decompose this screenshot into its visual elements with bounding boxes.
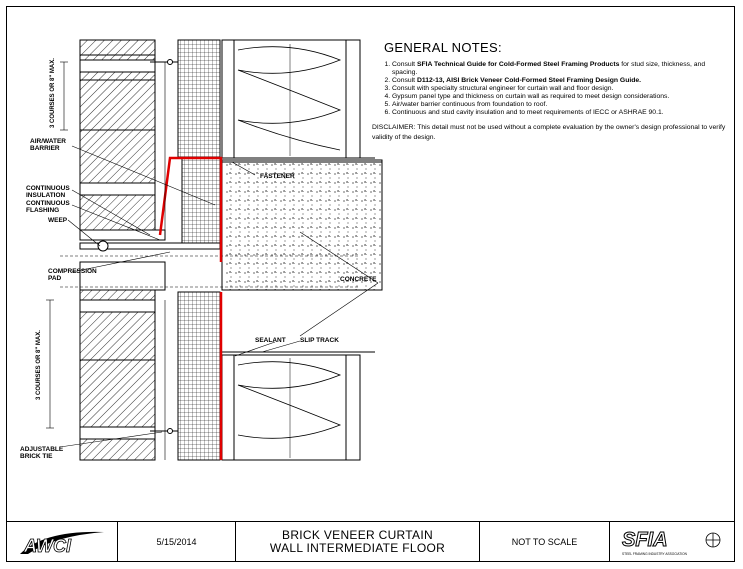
sfia-logo: SFIA STEEL FRAMING INDUSTRY ASSOCIATION: [610, 522, 735, 562]
title-cell: BRICK VENEER CURTAIN WALL INTERMEDIATE F…: [236, 522, 480, 562]
drawing-scale: NOT TO SCALE: [511, 537, 578, 547]
awci-logo: AWCI: [6, 522, 118, 562]
wall-section-drawing: [46, 39, 383, 461]
courses-lower-label: 3 COURSES OR 8" MAX.: [36, 330, 42, 400]
stud-cavity-upper: [221, 39, 375, 159]
compression-pad-label: COMPRESSION PAD: [48, 268, 97, 282]
notes-title: GENERAL NOTES:: [384, 40, 502, 55]
slip-track-label: SLIP TRACK: [300, 337, 339, 344]
note-item: Gypsum panel type and thickness on curta…: [392, 93, 728, 101]
note-item: Consult with specialty structural engine…: [392, 85, 728, 93]
notes-list: Consult SFIA Technical Guide for Cold-Fo…: [372, 61, 728, 117]
courses-upper-label: 3 COURSES OR 8" MAX.: [50, 58, 56, 128]
awci-logo-text: AWCI: [23, 536, 72, 556]
break-lines: [60, 255, 360, 288]
note-item: Continuous and stud cavity insulation an…: [392, 109, 728, 117]
brick-ties: [150, 59, 178, 460]
note-item: Consult D112-13, AISI Brick Veneer Cold-…: [392, 77, 728, 85]
continuous-insulation-label: CONTINUOUS INSULATION: [26, 185, 70, 199]
continuous-insulation-upper: [177, 39, 221, 244]
continuous-insulation-lower: [177, 291, 221, 461]
weep-label: WEEP: [48, 217, 68, 224]
scale-cell: NOT TO SCALE: [480, 522, 610, 562]
concrete-slab: [221, 159, 383, 291]
sfia-logo-mark: SFIA STEEL FRAMING INDUSTRY ASSOCIATION: [621, 529, 720, 556]
concrete-label: CONCRETE: [340, 276, 377, 283]
sfia-logo-text: SFIA: [622, 529, 668, 551]
drawing-date: 5/15/2014: [156, 537, 197, 547]
date-cell: 5/15/2014: [118, 522, 236, 562]
dimension-upper: [60, 61, 68, 131]
drawing-frame: [6, 6, 735, 562]
title-block: AWCI 5/15/2014 BRICK VENEER CURTAIN WALL…: [6, 521, 735, 562]
disclaimer: DISCLAIMER: This detail must not be used…: [372, 124, 726, 141]
leader-lines: [59, 145, 379, 448]
fastener-label: FASTENER: [260, 173, 295, 180]
general-notes: GENERAL NOTES: Consult SFIA Technical Gu…: [372, 40, 728, 142]
stud-cavity-lower: [221, 351, 375, 461]
drawing-title: BRICK VENEER CURTAIN WALL INTERMEDIATE F…: [270, 529, 445, 555]
adjustable-brick-tie-label: ADJUSTABLE BRICK TIE: [20, 446, 64, 460]
shelf-angle: [79, 240, 221, 291]
brick-veneer-upper: [79, 39, 166, 241]
note-item: Consult SFIA Technical Guide for Cold-Fo…: [392, 61, 728, 77]
brick-veneer-lower: [79, 289, 156, 461]
awci-logo-mark: AWCI: [19, 531, 104, 556]
sealant-label: SEALANT: [255, 337, 286, 344]
continuous-flashing-label: CONTINUOUS FLASHING: [26, 200, 70, 214]
drawing-title-line2: WALL INTERMEDIATE FLOOR: [269, 541, 446, 555]
dimension-lower: [46, 299, 54, 429]
note-item: Air/water barrier continuous from founda…: [392, 101, 728, 109]
sfia-logo-subtext: STEEL FRAMING INDUSTRY ASSOCIATION: [622, 552, 688, 556]
drawing-title-line1: BRICK VENEER CURTAIN: [282, 528, 433, 542]
air-water-barrier-label: AIR/WATER BARRIER: [30, 138, 66, 152]
